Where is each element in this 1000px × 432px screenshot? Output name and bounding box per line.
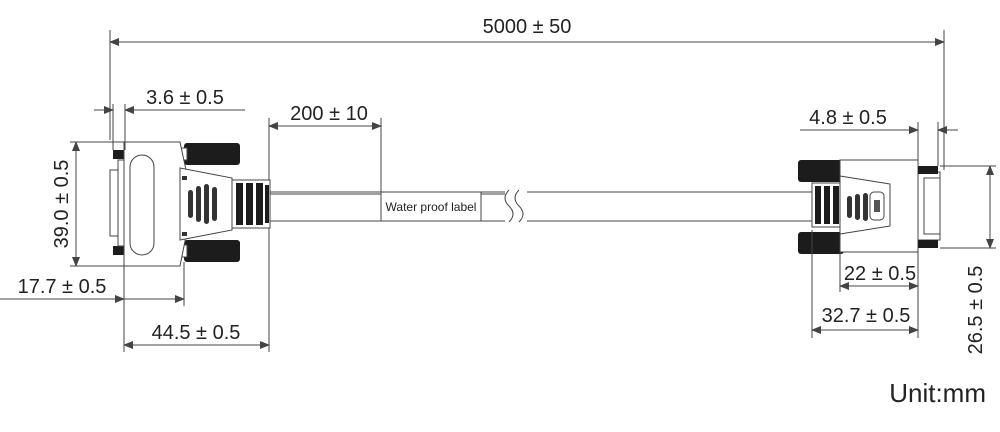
dim-left-body: 17.7 ± 0.5 [0, 262, 185, 306]
dim-total-length: 5000 ± 50 [109, 16, 945, 170]
dim-right-body: 22 ± 0.5 [839, 252, 919, 338]
left-flange-text: 3.6 ± 0.5 [146, 87, 224, 109]
dim-label-offset: 200 ± 10 [268, 103, 382, 192]
left-height-text: 39.0 ± 0.5 [51, 160, 73, 249]
dim-left-height: 39.0 ± 0.5 [51, 141, 124, 267]
left-connector [109, 141, 271, 267]
left-length-text: 44.5 ± 0.5 [152, 322, 241, 344]
right-height-text: 26.5 ± 0.5 [965, 266, 987, 355]
dim-right-length: 32.7 ± 0.5 [811, 230, 919, 338]
right-body-text: 22 ± 0.5 [844, 263, 916, 285]
right-length-text: 32.7 ± 0.5 [822, 305, 911, 327]
right-flange-text: 4.8 ± 0.5 [809, 107, 887, 129]
cable [270, 189, 812, 223]
label-offset-text: 200 ± 10 [290, 103, 368, 125]
right-connector [798, 159, 941, 254]
label-text: Water proof label [386, 200, 477, 214]
dim-right-height: 26.5 ± 0.5 [940, 165, 996, 355]
dim-right-flange: 4.8 ± 0.5 [800, 107, 958, 166]
water-proof-label: Water proof label [380, 191, 482, 222]
total-length-text: 5000 ± 50 [483, 16, 572, 38]
dim-left-flange: 3.6 ± 0.5 [94, 87, 245, 150]
unit-text: Unit:mm [889, 378, 986, 408]
dim-left-length: 44.5 ± 0.5 [123, 228, 270, 352]
left-body-text: 17.7 ± 0.5 [18, 276, 107, 298]
